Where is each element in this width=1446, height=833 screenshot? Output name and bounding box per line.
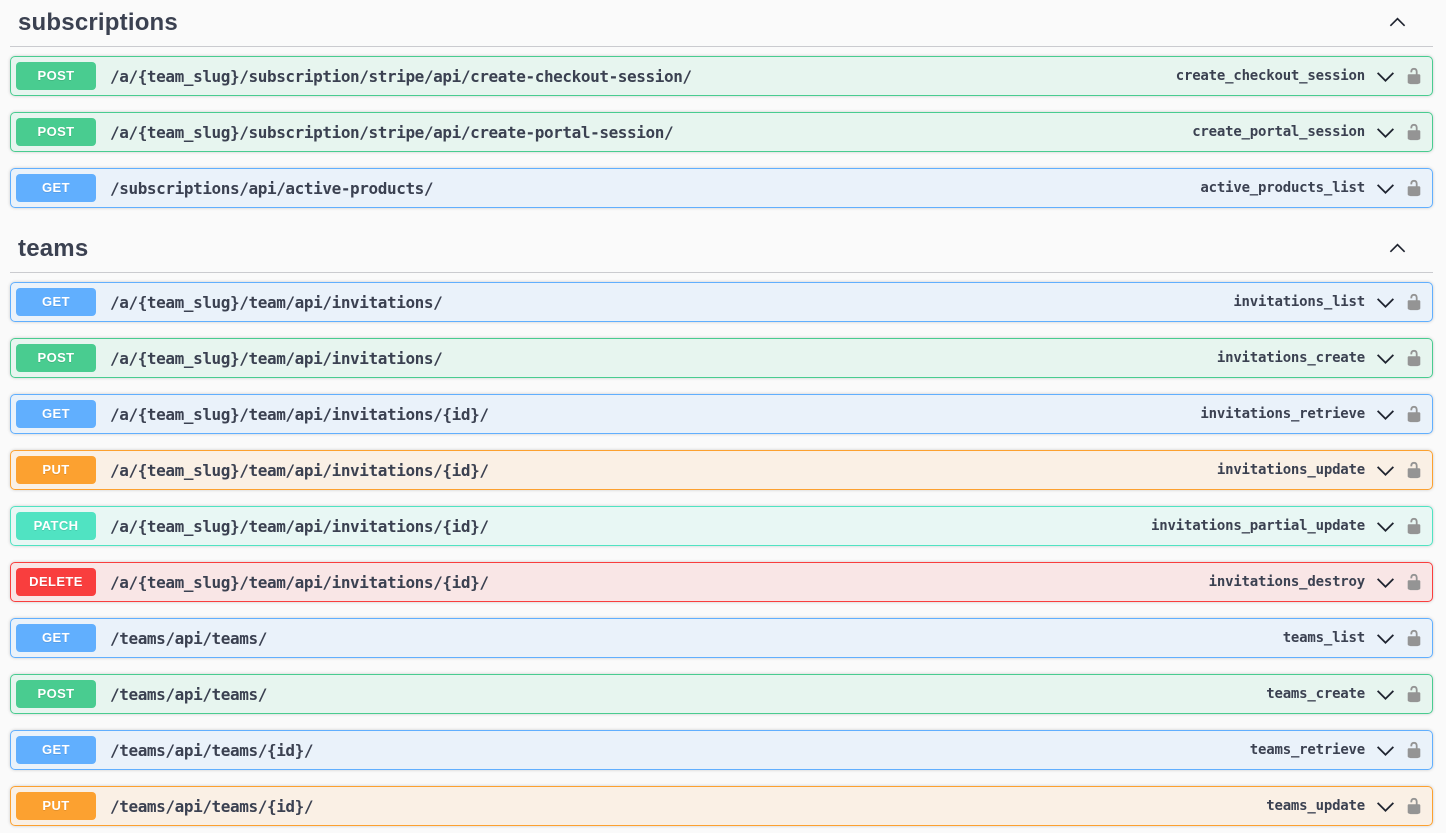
operation-id: teams_create bbox=[1266, 686, 1365, 702]
operation-row[interactable]: GET /teams/api/teams/ teams_list bbox=[10, 618, 1433, 658]
section-header[interactable]: subscriptions bbox=[10, 6, 1433, 47]
lock-unlocked-icon[interactable] bbox=[1405, 573, 1423, 591]
tag-section: subscriptions POST /a/{team_slug}/subscr… bbox=[10, 6, 1433, 208]
operation-id: invitations_update bbox=[1216, 462, 1365, 478]
chevron-down-icon[interactable] bbox=[1375, 348, 1396, 369]
chevron-down-icon[interactable] bbox=[1375, 292, 1396, 313]
lock-unlocked-icon[interactable] bbox=[1405, 797, 1423, 815]
chevron-down-icon[interactable] bbox=[1375, 740, 1396, 761]
operation-id: active_products_list bbox=[1200, 180, 1365, 196]
method-badge: PUT bbox=[16, 456, 96, 484]
method-badge: POST bbox=[16, 118, 96, 146]
operation-row[interactable]: POST /a/{team_slug}/subscription/stripe/… bbox=[10, 56, 1433, 96]
operation-id: teams_list bbox=[1282, 630, 1365, 646]
operation-id: invitations_create bbox=[1216, 350, 1365, 366]
operation-row[interactable]: POST /a/{team_slug}/subscription/stripe/… bbox=[10, 112, 1433, 152]
method-badge: PATCH bbox=[16, 512, 96, 540]
operation-row[interactable]: DELETE /a/{team_slug}/team/api/invitatio… bbox=[10, 562, 1433, 602]
endpoint-path: /a/{team_slug}/team/api/invitations/{id}… bbox=[110, 516, 489, 536]
operation-id: invitations_list bbox=[1233, 294, 1365, 310]
lock-unlocked-icon[interactable] bbox=[1405, 67, 1423, 85]
endpoint-path: /a/{team_slug}/subscription/stripe/api/c… bbox=[110, 66, 692, 86]
operation-id: invitations_destroy bbox=[1208, 574, 1366, 590]
operation-row[interactable]: GET /a/{team_slug}/team/api/invitations/… bbox=[10, 394, 1433, 434]
chevron-down-icon[interactable] bbox=[1375, 122, 1396, 143]
chevron-down-icon[interactable] bbox=[1375, 66, 1396, 87]
method-badge: GET bbox=[16, 174, 96, 202]
section-title: teams bbox=[18, 235, 89, 262]
chevron-down-icon[interactable] bbox=[1375, 460, 1396, 481]
chevron-down-icon[interactable] bbox=[1375, 404, 1396, 425]
chevron-down-icon[interactable] bbox=[1375, 516, 1396, 537]
chevron-up-icon[interactable] bbox=[1388, 13, 1407, 32]
endpoint-path: /a/{team_slug}/team/api/invitations/{id}… bbox=[110, 572, 489, 592]
method-badge: GET bbox=[16, 400, 96, 428]
chevron-up-icon[interactable] bbox=[1388, 239, 1407, 258]
lock-unlocked-icon[interactable] bbox=[1405, 179, 1423, 197]
operation-id: invitations_retrieve bbox=[1200, 406, 1365, 422]
operation-id: create_portal_session bbox=[1192, 124, 1365, 140]
chevron-down-icon[interactable] bbox=[1375, 628, 1396, 649]
method-badge: POST bbox=[16, 680, 96, 708]
lock-unlocked-icon[interactable] bbox=[1405, 349, 1423, 367]
lock-unlocked-icon[interactable] bbox=[1405, 123, 1423, 141]
lock-unlocked-icon[interactable] bbox=[1405, 405, 1423, 423]
operation-id: teams_update bbox=[1266, 798, 1365, 814]
operation-row[interactable]: GET /teams/api/teams/{id}/ teams_retriev… bbox=[10, 730, 1433, 770]
endpoint-path: /teams/api/teams/{id}/ bbox=[110, 740, 314, 760]
endpoint-path: /a/{team_slug}/subscription/stripe/api/c… bbox=[110, 122, 674, 142]
operation-row[interactable]: POST /a/{team_slug}/team/api/invitations… bbox=[10, 338, 1433, 378]
method-badge: GET bbox=[16, 736, 96, 764]
method-badge: GET bbox=[16, 288, 96, 316]
operation-row[interactable]: GET /subscriptions/api/active-products/ … bbox=[10, 168, 1433, 208]
endpoint-path: /teams/api/teams/ bbox=[110, 684, 267, 704]
lock-unlocked-icon[interactable] bbox=[1405, 685, 1423, 703]
endpoint-path: /a/{team_slug}/team/api/invitations/{id}… bbox=[110, 460, 489, 480]
tag-section: teams GET /a/{team_slug}/team/api/invita… bbox=[10, 224, 1433, 826]
endpoint-path: /a/{team_slug}/team/api/invitations/ bbox=[110, 348, 443, 368]
endpoint-path: /teams/api/teams/{id}/ bbox=[110, 796, 314, 816]
operation-row[interactable]: POST /teams/api/teams/ teams_create bbox=[10, 674, 1433, 714]
lock-unlocked-icon[interactable] bbox=[1405, 629, 1423, 647]
operation-row[interactable]: PUT /teams/api/teams/{id}/ teams_update bbox=[10, 786, 1433, 826]
operations-list: POST /a/{team_slug}/subscription/stripe/… bbox=[10, 47, 1433, 208]
endpoint-path: /subscriptions/api/active-products/ bbox=[110, 178, 434, 198]
endpoint-path: /a/{team_slug}/team/api/invitations/{id}… bbox=[110, 404, 489, 424]
method-badge: POST bbox=[16, 62, 96, 90]
chevron-down-icon[interactable] bbox=[1375, 572, 1396, 593]
chevron-down-icon[interactable] bbox=[1375, 684, 1396, 705]
lock-unlocked-icon[interactable] bbox=[1405, 517, 1423, 535]
operation-row[interactable]: PUT /a/{team_slug}/team/api/invitations/… bbox=[10, 450, 1433, 490]
method-badge: DELETE bbox=[16, 568, 96, 596]
method-badge: GET bbox=[16, 624, 96, 652]
operation-row[interactable]: PATCH /a/{team_slug}/team/api/invitation… bbox=[10, 506, 1433, 546]
operation-id: invitations_partial_update bbox=[1151, 518, 1365, 534]
section-header[interactable]: teams bbox=[10, 224, 1433, 273]
lock-unlocked-icon[interactable] bbox=[1405, 741, 1423, 759]
chevron-down-icon[interactable] bbox=[1375, 178, 1396, 199]
chevron-down-icon[interactable] bbox=[1375, 796, 1396, 817]
endpoint-path: /a/{team_slug}/team/api/invitations/ bbox=[110, 292, 443, 312]
endpoint-path: /teams/api/teams/ bbox=[110, 628, 267, 648]
lock-unlocked-icon[interactable] bbox=[1405, 293, 1423, 311]
operation-row[interactable]: GET /a/{team_slug}/team/api/invitations/… bbox=[10, 282, 1433, 322]
method-badge: POST bbox=[16, 344, 96, 372]
section-title: subscriptions bbox=[18, 9, 178, 36]
operations-list: GET /a/{team_slug}/team/api/invitations/… bbox=[10, 273, 1433, 826]
operation-id: teams_retrieve bbox=[1249, 742, 1365, 758]
method-badge: PUT bbox=[16, 792, 96, 820]
lock-unlocked-icon[interactable] bbox=[1405, 461, 1423, 479]
operation-id: create_checkout_session bbox=[1175, 68, 1365, 84]
